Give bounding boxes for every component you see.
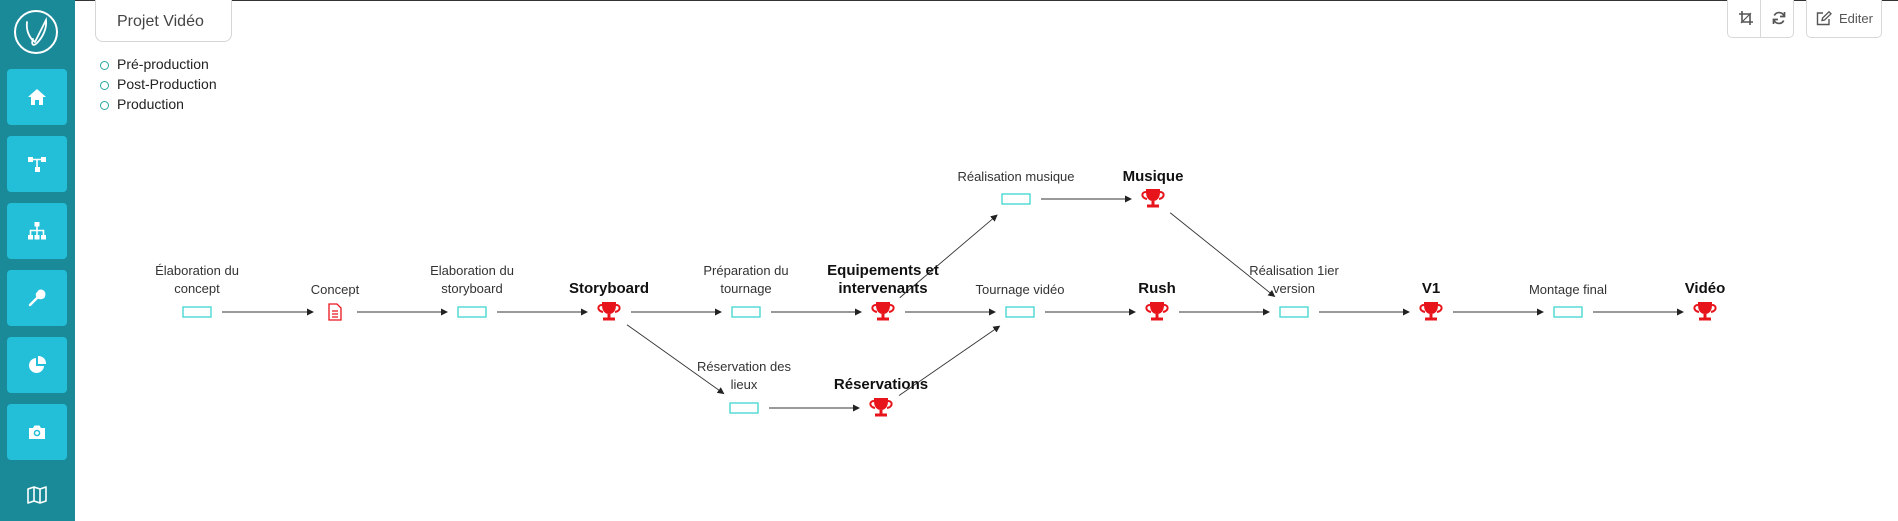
legend-label: Post-Production	[117, 76, 217, 92]
legend-label: Production	[117, 96, 184, 112]
task-label-tournage-video: Tournage vidéo	[975, 282, 1065, 297]
legend-dot	[100, 81, 109, 90]
task-realisation-v1[interactable]	[1279, 306, 1309, 318]
nav-tools-button[interactable]	[7, 270, 67, 326]
project-title: Projet Vidéo	[117, 13, 204, 30]
pie-chart-icon	[29, 355, 47, 373]
milestone-musique-trophy-icon[interactable]	[1141, 189, 1165, 208]
nav-hierarchy-button[interactable]	[7, 203, 67, 259]
task-montage-final[interactable]	[1553, 306, 1583, 318]
edit-button[interactable]: Editer	[1806, 0, 1882, 38]
legend-dot	[100, 61, 109, 70]
milestone-reservations-trophy-icon[interactable]	[869, 398, 893, 417]
milestone-storyboard-trophy-icon[interactable]	[597, 302, 621, 321]
milestone-label-equipements: Equipements et intervenants	[827, 262, 939, 297]
task-label-elaboration-storyboard: Elaboration du storyboard	[430, 263, 514, 296]
task-label-elaboration-concept: Élaboration du concept	[155, 263, 239, 296]
legend-label: Pré-production	[117, 56, 209, 72]
diagram-nodes	[182, 189, 1717, 417]
task-label-realisation-v1: Réalisation 1ier version	[1249, 263, 1339, 296]
milestone-rush-trophy-icon[interactable]	[1145, 302, 1169, 321]
milestone-video-trophy-icon[interactable]	[1693, 302, 1717, 321]
sidebar	[0, 0, 75, 521]
wrench-icon	[28, 289, 46, 307]
logo-letter-icon[interactable]	[14, 10, 58, 54]
edit-label: Editer	[1839, 11, 1873, 26]
task-label-montage-final: Montage final	[1528, 282, 1608, 297]
nav-workflow-button[interactable]	[7, 136, 67, 192]
task-label-reservation-lieux: Réservation des lieux	[697, 359, 791, 392]
top-border	[0, 0, 1898, 1]
task-realisation-musique[interactable]	[1001, 193, 1031, 205]
task-label-preparation-tournage: Préparation du tournage	[703, 263, 789, 296]
nav-home-button[interactable]	[7, 69, 67, 125]
refresh-icon	[1772, 11, 1786, 25]
edge-arrow	[626, 324, 725, 395]
task-concept-document-icon[interactable]	[328, 303, 342, 321]
task-elaboration-concept[interactable]	[182, 306, 212, 318]
workflow-icon	[28, 157, 46, 172]
nav-reports-button[interactable]	[7, 337, 67, 393]
milestone-label-rush: Rush	[1138, 280, 1176, 297]
camera-icon	[29, 425, 45, 439]
edge-arrow	[898, 325, 1001, 396]
diagram-edges	[222, 195, 1684, 412]
task-preparation-tournage[interactable]	[731, 306, 761, 318]
edge-arrow	[899, 214, 998, 299]
nav-media-button[interactable]	[7, 404, 67, 460]
milestone-label-v1: V1	[1421, 280, 1441, 297]
milestone-label-reservations: Réservations	[833, 376, 929, 393]
project-tab[interactable]: Projet Vidéo	[95, 0, 232, 42]
milestone-equipements-trophy-icon[interactable]	[871, 302, 895, 321]
milestone-label-storyboard: Storyboard	[568, 280, 649, 297]
milestone-label-musique: Musique	[1122, 168, 1184, 185]
task-tournage-video[interactable]	[1005, 306, 1035, 318]
edit-icon	[1816, 11, 1832, 26]
milestone-label-video: Vidéo	[1684, 280, 1726, 297]
milestone-v1-trophy-icon[interactable]	[1419, 302, 1443, 321]
crop-icon	[1739, 11, 1753, 25]
task-reservation-lieux[interactable]	[729, 402, 759, 414]
task-label-concept: Concept	[310, 282, 360, 297]
map-icon[interactable]	[27, 486, 47, 504]
sitemap-icon	[28, 222, 46, 240]
refresh-button[interactable]	[1760, 0, 1794, 38]
home-icon	[28, 89, 46, 105]
crop-button[interactable]	[1727, 0, 1761, 38]
task-elaboration-storyboard[interactable]	[457, 306, 487, 318]
task-label-realisation-musique: Réalisation musique	[957, 169, 1075, 184]
legend-dot	[100, 101, 109, 110]
edge-arrow	[1169, 212, 1276, 297]
